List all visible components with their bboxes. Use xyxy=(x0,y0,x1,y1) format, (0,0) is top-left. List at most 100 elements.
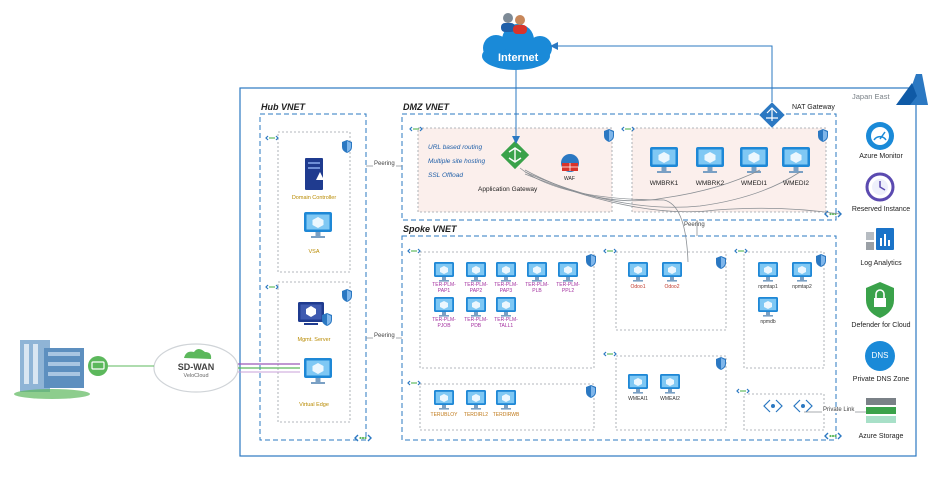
dmz-vnet-title: DMZ VNET xyxy=(403,102,449,112)
hub-subnet-2 xyxy=(277,281,351,423)
appgw-backend-line xyxy=(524,171,801,208)
vm-label: Odoo1 xyxy=(630,284,646,290)
region-boundary xyxy=(239,87,917,457)
spoke-vnet-title: Spoke VNET xyxy=(403,224,457,234)
waf-label: WAF xyxy=(564,176,575,182)
spoke-subnet-4 xyxy=(419,383,595,431)
dmz-vnet-box xyxy=(401,113,837,221)
nsg-shield-icon xyxy=(716,256,726,269)
nsg-shield-icon xyxy=(342,289,352,302)
log-analytics-icon xyxy=(866,228,894,250)
sdwan-title: SD-WAN xyxy=(177,362,215,372)
appgw-backend-line xyxy=(524,173,841,215)
vm-icon xyxy=(758,297,778,317)
office-building-icon xyxy=(14,340,90,399)
spoke-vnet-box xyxy=(401,235,837,441)
virtual-edge-label: Virtual Edge xyxy=(299,402,329,408)
dns-icon-text: DNS xyxy=(871,351,889,360)
nsg-shield-icon xyxy=(816,254,826,267)
users-icon xyxy=(501,13,527,34)
log-analytics-label: Log Analytics xyxy=(860,260,902,267)
nsg-shield-icon xyxy=(586,385,596,398)
sdwan-cloud-icon xyxy=(153,343,239,393)
vm-label: TER-PLM-PLB xyxy=(525,282,549,294)
vm-label: WMEDI1 xyxy=(741,180,767,187)
azure-storage-icon xyxy=(866,398,896,423)
hub-subnet-1 xyxy=(277,131,351,273)
peering-label-spoke: Peering xyxy=(373,333,396,339)
nsg-shield-icon xyxy=(342,140,352,153)
vm-icon xyxy=(466,262,486,282)
vm-icon xyxy=(496,262,516,282)
vm-label: TER-PLM-PDB xyxy=(464,317,488,329)
nat-gateway-icon xyxy=(759,102,785,128)
vm-label: WMEAI2 xyxy=(660,396,680,402)
feature-ssl-offload: SSL Offload xyxy=(428,172,463,179)
internet-label: Internet xyxy=(498,52,539,64)
defender-for-cloud-label: Defender for Cloud xyxy=(851,322,911,329)
feature-url-routing: URL based routing xyxy=(428,144,483,151)
app-gateway-label: Application Gateway xyxy=(478,186,538,193)
vm-icon xyxy=(662,262,682,282)
vm-icon xyxy=(434,390,454,410)
vm-icon xyxy=(758,262,778,282)
nsg-shield-icon xyxy=(716,357,726,370)
vm-icon xyxy=(496,297,516,317)
vm-icon xyxy=(660,374,680,394)
peering-label-dmz-spoke: Peering xyxy=(684,222,705,228)
vm-icon xyxy=(558,262,578,282)
peering-label-dmz: Peering xyxy=(373,161,396,167)
nat-to-internet-arrow xyxy=(550,42,773,102)
azure-logo-icon xyxy=(896,74,928,105)
vm-label: npmdb xyxy=(760,319,776,325)
reserved-instance-label: Reserved Instance xyxy=(851,206,911,213)
spoke-vnet-icon xyxy=(824,432,842,440)
vm-label: WMBRK1 xyxy=(649,180,679,187)
vm-label: TER-PLM-PAP2 xyxy=(464,282,488,294)
spoke-subnet-1 xyxy=(419,251,595,369)
vm-icon xyxy=(466,390,486,410)
subnet-icon xyxy=(407,248,421,254)
vm-label: npmtap2 xyxy=(792,284,812,290)
vm-icon xyxy=(527,262,547,282)
private-endpoint-icon xyxy=(763,399,783,413)
azure-storage-label: Azure Storage xyxy=(858,433,904,440)
subnet-icon xyxy=(407,380,421,386)
feature-multi-site: Multiple site hosting xyxy=(428,158,486,165)
nat-gateway-label: NAT Gateway xyxy=(792,104,835,111)
vm-label: WMBRK2 xyxy=(695,180,725,187)
private-endpoint-icon xyxy=(793,399,813,413)
virtual-edge-vm-icon xyxy=(304,358,332,384)
azure-monitor-label: Azure Monitor xyxy=(859,153,903,160)
vm-icon xyxy=(792,262,812,282)
vm-label: TER-PLM-PAP3 xyxy=(494,282,518,294)
vm-label: npmtap1 xyxy=(758,284,778,290)
vm-label: TERUBLOY xyxy=(430,412,458,418)
azure-monitor-icon xyxy=(866,122,894,150)
vm-icon xyxy=(434,297,454,317)
subnet-icon xyxy=(265,135,279,141)
sdwan-subtitle: VeloCloud xyxy=(183,373,209,379)
vm-icon xyxy=(466,297,486,317)
nsg-shield-icon xyxy=(586,254,596,267)
mgmt-server-label: Mgmt. Server xyxy=(297,337,331,343)
hub-vnet-title: Hub VNET xyxy=(261,102,305,112)
domain-controller-label: Domain Controller xyxy=(291,195,337,201)
vm-label: WMEAI1 xyxy=(628,396,648,402)
vsa-vm-icon xyxy=(304,212,332,238)
vm-icon xyxy=(434,262,454,282)
reserved-instance-icon xyxy=(865,172,895,202)
vm-label: TER-PLM-PPL2 xyxy=(556,282,580,294)
router-icon xyxy=(88,356,108,376)
subnet-icon xyxy=(265,284,279,290)
private-link-label: Private Link xyxy=(822,407,856,413)
vm-icon xyxy=(628,374,648,394)
vm-label: TERDIRWB xyxy=(492,412,520,418)
waf-icon xyxy=(561,154,579,172)
vm-label: TER-PLM-TALL1 xyxy=(494,317,518,329)
vm-label: TER-PLM-PAP1 xyxy=(432,282,456,294)
dmz-appgw-subnet xyxy=(417,127,613,213)
private-dns-zone-label: Private DNS Zone xyxy=(852,376,910,383)
vm-icon xyxy=(496,390,516,410)
